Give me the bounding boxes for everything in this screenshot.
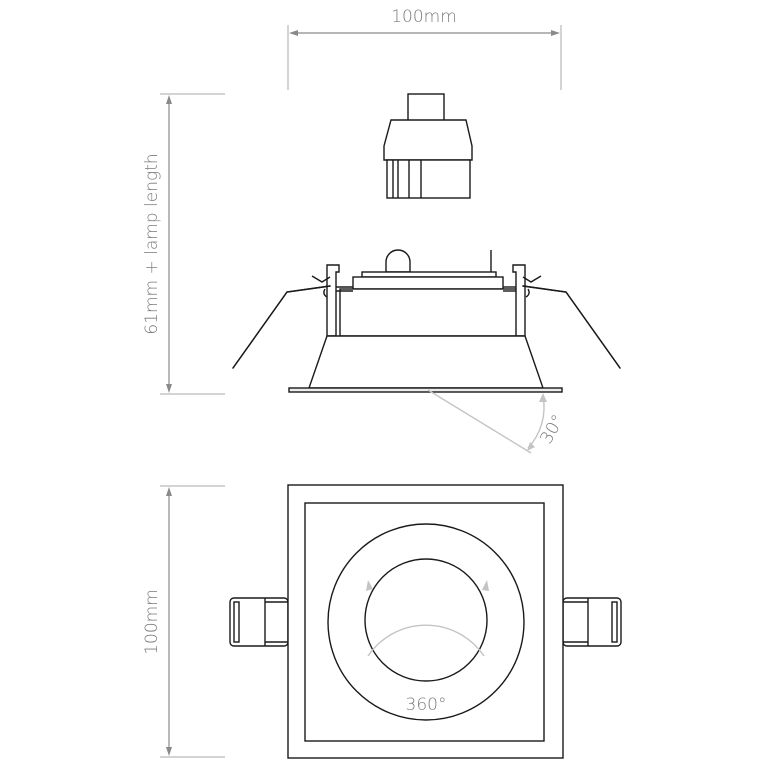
width-dimension: 100mm: [287, 7, 562, 90]
width-label: 100mm: [391, 7, 457, 27]
tilt-angle-label: 30°: [536, 411, 568, 447]
side-view: [232, 249, 621, 393]
plan-height-label: 100mm: [142, 589, 162, 655]
lamp-connector: [383, 93, 473, 199]
tilt-angle-indicator: 30°: [427, 389, 569, 454]
height-label: 61mm + lamp length: [142, 153, 162, 334]
plan-height-dimension: 100mm: [142, 485, 225, 758]
left-clip: [229, 597, 289, 647]
height-dimension: 61mm + lamp length: [142, 93, 225, 395]
right-clip: [562, 597, 622, 647]
top-view: 360°: [229, 484, 622, 759]
rotation-arc: [367, 624, 485, 657]
rotation-label: 360°: [406, 695, 447, 715]
